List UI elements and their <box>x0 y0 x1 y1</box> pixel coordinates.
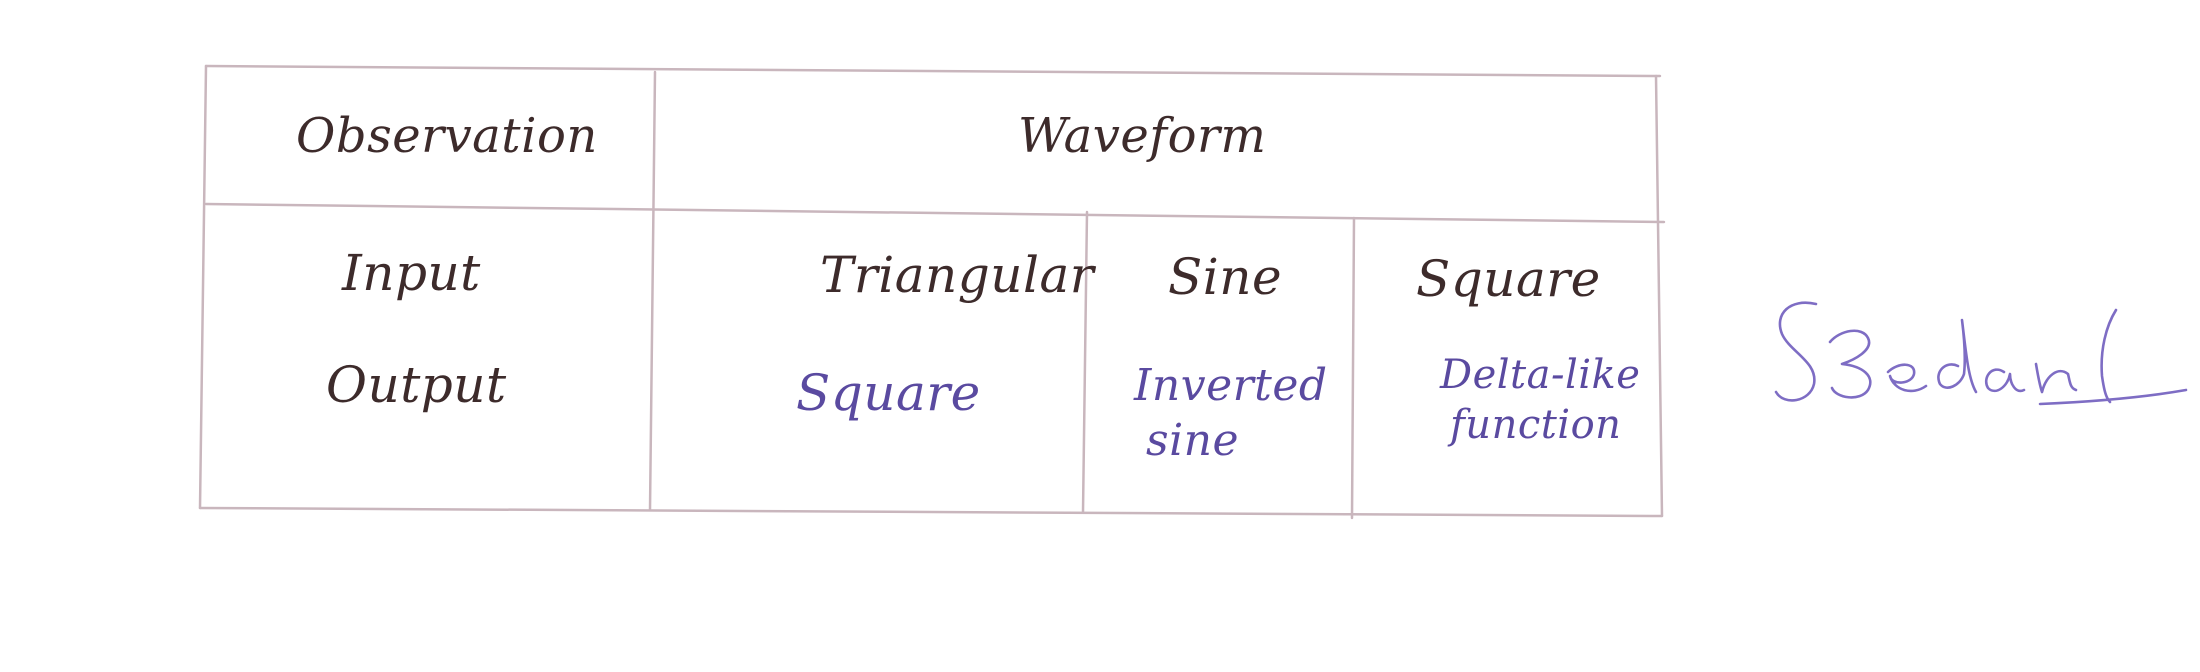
square-output-cell: Delta-like function <box>1440 350 1660 450</box>
square-output-line-2: function <box>1450 402 1622 448</box>
square-output-line-1: Delta-like <box>1440 352 1641 398</box>
triangular-input-cell: Triangular <box>820 246 1095 304</box>
sine-output-cell: Inverted sine <box>1134 358 1344 468</box>
square-input-cell: Square <box>1416 250 1601 308</box>
waveform-header: Waveform <box>1018 108 1267 164</box>
table-right-border <box>1654 74 1664 518</box>
table-bottom-border <box>198 506 1664 518</box>
table-top-border <box>204 64 1662 78</box>
sine-input-cell: Sine <box>1168 248 1283 306</box>
output-row-label: Output <box>326 356 507 414</box>
handwritten-signature <box>1774 301 2188 406</box>
triangular-output-cell: Square <box>796 364 981 422</box>
sine-output-line-1: Inverted <box>1134 360 1328 411</box>
header-divider <box>204 202 1666 224</box>
input-row-label: Input <box>342 244 481 302</box>
column-divider-3 <box>1350 216 1356 520</box>
column-divider-2 <box>1081 210 1089 514</box>
table-left-border <box>198 64 208 510</box>
observation-header: Observation <box>296 108 598 164</box>
column-divider-1 <box>648 70 657 512</box>
sine-output-line-2: sine <box>1146 415 1240 466</box>
